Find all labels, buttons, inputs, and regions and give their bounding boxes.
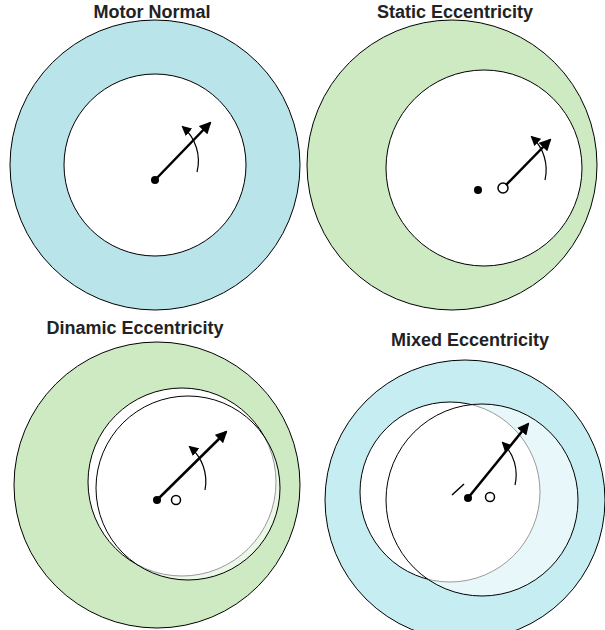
panel-title: Static Eccentricity [377,2,533,23]
dynamic-eccentricity-motor [14,342,300,628]
panel-title: Mixed Eccentricity [391,330,549,351]
static-eccentricity-motor [307,20,597,310]
mixed-eccentricity-motor [325,360,605,630]
normal-motor [10,20,300,310]
panel-title: Motor Normal [94,2,211,23]
panel-title: Dinamic Eccentricity [46,318,223,339]
